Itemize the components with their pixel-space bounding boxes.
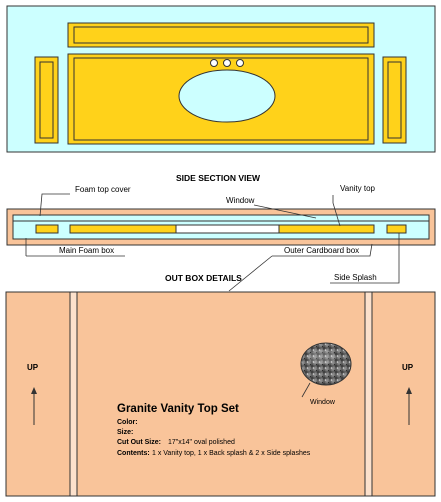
sink-oval — [178, 69, 276, 123]
side-section-view-heading: SIDE SECTION VIEW — [176, 173, 261, 183]
window-gap-section — [175, 224, 280, 234]
window-leader — [253, 204, 317, 219]
main-foam-box-label: Main Foam box — [59, 246, 114, 255]
vanity-top-section-right — [278, 224, 375, 234]
granite-window-sheen — [308, 350, 336, 364]
contents-label: Contents: — [117, 450, 150, 457]
faucet-hole-center — [223, 59, 231, 67]
vanity-top-section-left — [69, 224, 177, 234]
foam-top-cover-leader — [39, 193, 70, 217]
tape-strip-right — [364, 291, 373, 497]
side-splash-label: Side Splash — [334, 273, 377, 282]
left-side-splash-inner — [39, 61, 54, 139]
faucet-hole-right — [236, 59, 244, 67]
contents-value: 1 x Vanity top, 1 x Back splash & 2 x Si… — [152, 450, 311, 457]
box-title: Granite Vanity Top Set — [117, 403, 239, 415]
outer-cardboard-box-label: Outer Cardboard box — [284, 246, 359, 255]
faucet-hole-left — [210, 59, 218, 67]
out-box-details-heading: OUT BOX DETAILS — [165, 273, 242, 283]
up-arrow-left-head — [31, 387, 37, 394]
vanity-top-leader — [332, 195, 341, 227]
up-label-right: UP — [402, 363, 414, 372]
size-label: Size: — [117, 429, 133, 436]
cutout-size-label: Cut Out Size: — [117, 439, 161, 446]
side-splash-leader — [330, 233, 400, 284]
outer-cardboard-diagonal-leader — [228, 255, 273, 292]
granite-window — [300, 342, 352, 386]
side-splash-section-left — [35, 224, 59, 234]
vanity-top-label: Vanity top — [340, 184, 376, 193]
up-arrow-right-head — [406, 387, 412, 394]
right-side-splash-inner — [387, 61, 402, 139]
cutout-size-value: 17"x14" oval polished — [168, 439, 235, 446]
window-leader-box — [301, 382, 311, 398]
out-box — [5, 291, 436, 497]
side-splash-section-right — [386, 224, 407, 234]
outer-cardboard-leader — [272, 243, 373, 257]
window-label-section: Window — [226, 196, 255, 205]
back-splash-inner — [73, 26, 369, 44]
up-label-left: UP — [27, 363, 39, 372]
tape-strip-left — [69, 291, 78, 497]
foam-top-cover-label: Foam top cover — [75, 185, 131, 194]
side-section — [6, 193, 436, 292]
top-view — [6, 5, 436, 153]
color-label: Color: — [117, 419, 138, 426]
window-label-box: Window — [310, 399, 336, 406]
